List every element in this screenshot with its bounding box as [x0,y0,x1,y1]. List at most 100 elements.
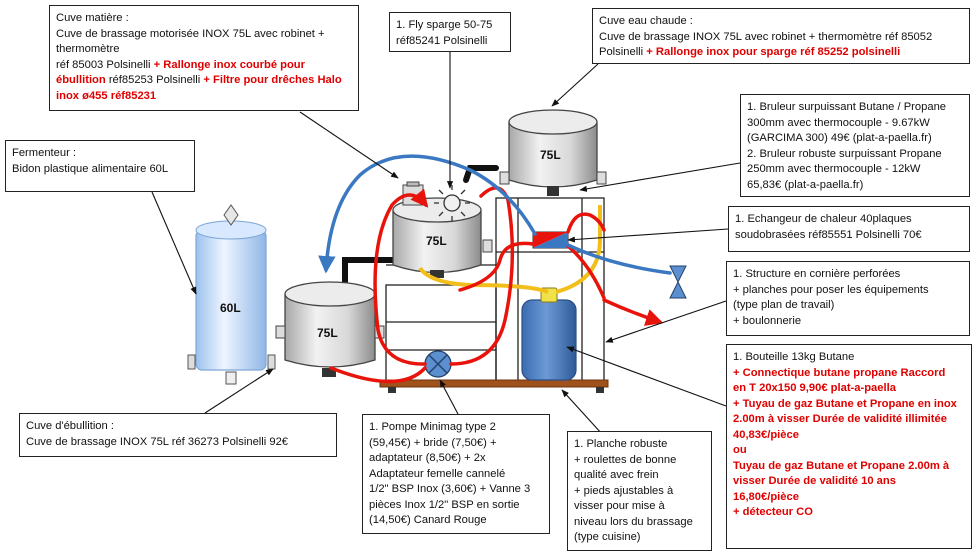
annotation-line: 2. Bruleur robuste surpuissant Propane [747,147,963,163]
annotation-text: 250mm avec thermocouple - 12kW [747,163,921,175]
annotation-bruleurs: 1. Bruleur surpuissant Butane / Propane 3… [740,94,970,197]
annotation-line: 300mm avec thermocouple - 9.67kW [747,116,963,132]
annotation-bouteille: 1. Bouteille 13kg Butane + Connectique bu… [726,344,972,549]
gas-hose-2 [555,205,602,294]
annotation-line: niveau lors du brassage [574,515,705,531]
annotation-text: + pieds ajustables à [574,484,674,497]
fermenter-tank [187,204,276,385]
pump-icon [424,350,452,378]
fermenter-volume-label: 60L [220,301,241,315]
highlight-text: visser Durée de validité 10 ans [733,475,896,487]
annotation-line: visser Durée de validité 10 ans [733,474,965,490]
annotation-line: 250mm avec thermocouple - 12kW [747,162,963,178]
annotation-text: (59,45€) + bride (7,50€) + [369,436,497,449]
annotation-text: 300mm avec thermocouple - 9.67kW [747,116,930,129]
annotation-text: visser pour mise à [574,500,665,512]
annotation-cuve-eau-chaude: Cuve eau chaude :Cuve de brassage INOX 7… [592,8,970,64]
highlight-text: + Rallonge inox pour sparge réf 85252 po… [646,46,901,58]
leader-arrows [151,52,741,435]
annotation-line: ébullition réf85253 Polsinelli + Filtre … [56,73,352,89]
annotation-line: Bidon plastique alimentaire 60L [12,162,188,178]
annotation-line: + boulonnerie [733,314,963,330]
annotation-line: 1. Pompe Minimag type 2 [369,420,543,436]
highlight-text: Tuyau de gaz Butane et Propane 2.00m à [733,459,950,472]
annotation-text: niveau lors du brassage [574,515,693,528]
highlight-text: 40,83€/pièce [733,428,799,441]
highlight-text: + détecteur CO [733,506,813,518]
annotation-line: + pieds ajustables à [574,484,705,500]
annotation-line: 1. Planche robuste [574,437,705,453]
highlight-text: ou [733,444,747,456]
highlight-text: inox ø455 réf85231 [56,89,157,102]
annotation-line: Cuve eau chaude : [599,14,963,30]
annotation-line: Cuve matière : [56,11,352,27]
annotation-line: 1. Bruleur surpuissant Butane / Propane [747,100,963,116]
annotation-line: 1. Echangeur de chaleur 40plaques [735,212,963,228]
annotation-line: 65,83€ (plat-a-paella.fr) [747,178,963,194]
annotation-line: 1/2" BSP Inox (3,60€) + Vanne 3 [369,482,543,498]
annotation-text: 1. Planche robuste [574,438,668,450]
annotation-text: Polsinelli [599,46,647,58]
annotation-line: 1. Fly sparge 50-75 [396,18,504,34]
hot-water-tank [499,109,607,196]
annotation-line: (59,45€) + bride (7,50€) + [369,436,543,452]
annotation-text: Adaptateur femelle cannelé [369,467,506,480]
annotation-line: soudobrasées réf85551 Polsinelli 70€ [735,228,963,244]
annotation-line: Tuyau de gaz Butane et Propane 2.00m à [733,459,965,475]
annotation-text: (type cuisine) [574,531,641,543]
mash-tun-volume-label: 75L [426,234,447,248]
annotation-text: Bidon plastique alimentaire 60L [12,162,169,175]
highlight-text: + Tuyau de gaz Butane et Propane en inox [733,397,957,410]
annotation-text: (type plan de travail) [733,299,835,311]
annotation-text: Cuve de brassage INOX 75L réf 36273 Pols… [26,435,289,448]
base-plank [379,379,609,388]
annotation-line: 2.00m à visser Durée de validité illimit… [733,412,965,428]
annotation-fermenteur: Fermenteur : Bidon plastique alimentaire … [5,140,195,192]
annotation-text: 1. Bruleur surpuissant Butane / Propane [747,101,947,113]
gas-bottle [521,287,577,381]
annotation-cuve-matiere: Cuve matière :Cuve de brassage motorisée… [49,5,359,111]
annotation-text: 1. Pompe Minimag type 2 [369,421,496,433]
annotation-line: 40,83€/pièce [733,428,965,444]
highlight-text: en T 20x150 9,90€ plat-a-paella [733,382,896,394]
annotation-text: Fermenteur : [12,147,77,159]
annotation-structure: 1. Structure en cornière perforées + plan… [726,261,970,336]
annotation-pompe: 1. Pompe Minimag type 2 (59,45€) + bride … [362,414,550,534]
annotation-cuve-ebullition: Cuve d'ébullition :Cuve de brassage INOX… [19,413,337,457]
annotation-line: + Connectique butane propane Raccord [733,366,965,382]
annotation-line: pièces Inox 1/2" BSP en sortie [369,498,543,514]
boil-kettle-volume-label: 75L [317,326,338,340]
annotation-text: 65,83€ (plat-a-paella.fr) [747,178,864,191]
annotation-line: Adaptateur femelle cannelé [369,467,543,483]
annotation-line: qualité avec frein [574,468,705,484]
annotation-line: (GARCIMA 300) 49€ (plat-a-paella.fr) [747,131,963,147]
hot-flow-lines [329,186,664,384]
annotation-text: (GARCIMA 300) 49€ (plat-a-paella.fr) [747,132,932,144]
annotation-text: 1. Bouteille 13kg Butane [733,351,855,363]
annotation-line: adaptateur (8,50€) + 2x [369,451,543,467]
annotation-text: 1/2" BSP Inox (3,60€) + Vanne 3 [369,483,531,495]
annotation-line: + roulettes de bonne [574,453,705,469]
highlight-text: + Filtre pour drêches Halo [203,74,342,86]
annotation-text: (14,50€) Canard Rouge [369,514,487,526]
highlight-text: + Rallonge inox courbé pour [153,58,305,71]
annotation-text: 1. Structure en cornière perforées [733,268,901,280]
highlight-text: 16,80€/pièce [733,490,799,503]
annotation-text: 2. Bruleur robuste surpuissant Propane [747,147,942,160]
annotation-line: réf85241 Polsinelli [396,34,504,50]
annotation-line: Polsinelli + Rallonge inox pour sparge r… [599,45,963,61]
annotation-line: Cuve de brassage INOX 75L réf 36273 Pols… [26,435,330,451]
annotation-text: réf85241 Polsinelli [396,34,488,47]
annotation-line: en T 20x150 9,90€ plat-a-paella [733,381,965,397]
annotation-text: Cuve de brassage INOX 75L avec robinet +… [599,30,933,43]
boil-kettle-tank [275,281,385,377]
annotation-line: + détecteur CO [733,505,965,521]
annotation-line: Fermenteur : [12,146,188,162]
annotation-text: + planches pour poser les équipements [733,283,929,296]
cold-water-valve-icon [669,265,687,299]
wheels [388,387,604,393]
annotation-text: adaptateur (8,50€) + 2x [369,452,486,464]
annotation-line: visser pour mise à [574,499,705,515]
